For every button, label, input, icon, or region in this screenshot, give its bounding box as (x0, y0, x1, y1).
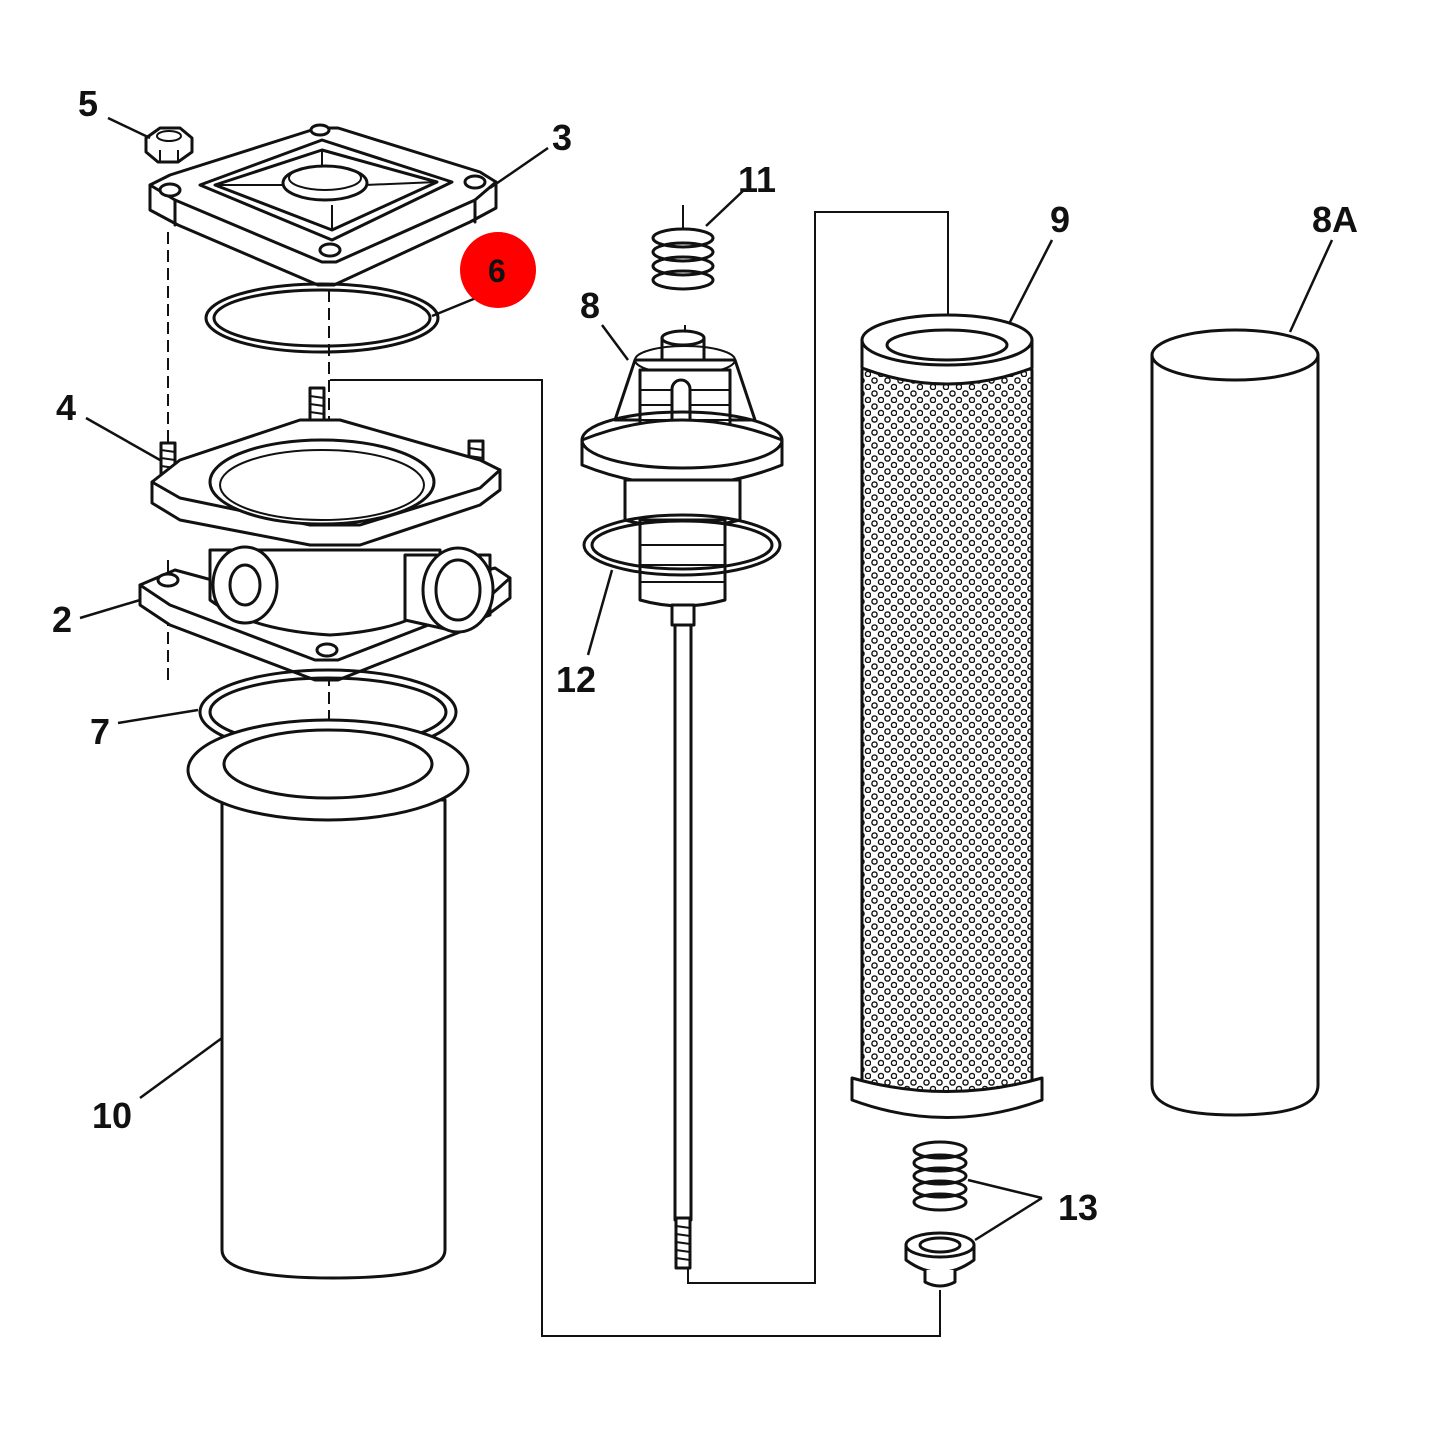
callout-4: 4 (56, 387, 76, 428)
part-10-bowl (186, 718, 470, 1280)
part-12-o-ring (582, 513, 782, 577)
part-6-o-ring (204, 282, 440, 354)
callout-2: 2 (52, 599, 72, 640)
part-13-spring-valve (904, 1140, 976, 1288)
callout-13: 13 (1058, 1187, 1098, 1228)
callout-9: 9 (1050, 199, 1070, 240)
highlight-marker (460, 232, 536, 308)
callout-12: 12 (556, 659, 596, 700)
callout-5: 5 (78, 83, 98, 124)
part-11-spring (651, 205, 715, 291)
part-5-nut (144, 126, 194, 164)
callout-labels: 5 3 6 4 2 7 10 11 8 12 9 8A 13 (52, 83, 1358, 1228)
part-8a-element (1150, 328, 1320, 1117)
part-3-cover (148, 123, 498, 287)
callout-11: 11 (738, 159, 776, 200)
callout-7: 7 (90, 711, 110, 752)
part-2-housing (138, 418, 512, 682)
callout-10: 10 (92, 1095, 132, 1136)
leader-lines (79, 116, 1334, 1242)
callout-3: 3 (552, 117, 572, 158)
part-8-bypass-valve (580, 329, 784, 1270)
callout-8: 8 (580, 285, 600, 326)
part-9-filter-element (850, 313, 1044, 1119)
callout-8a: 8A (1312, 199, 1358, 240)
callout-6: 6 (488, 253, 506, 289)
